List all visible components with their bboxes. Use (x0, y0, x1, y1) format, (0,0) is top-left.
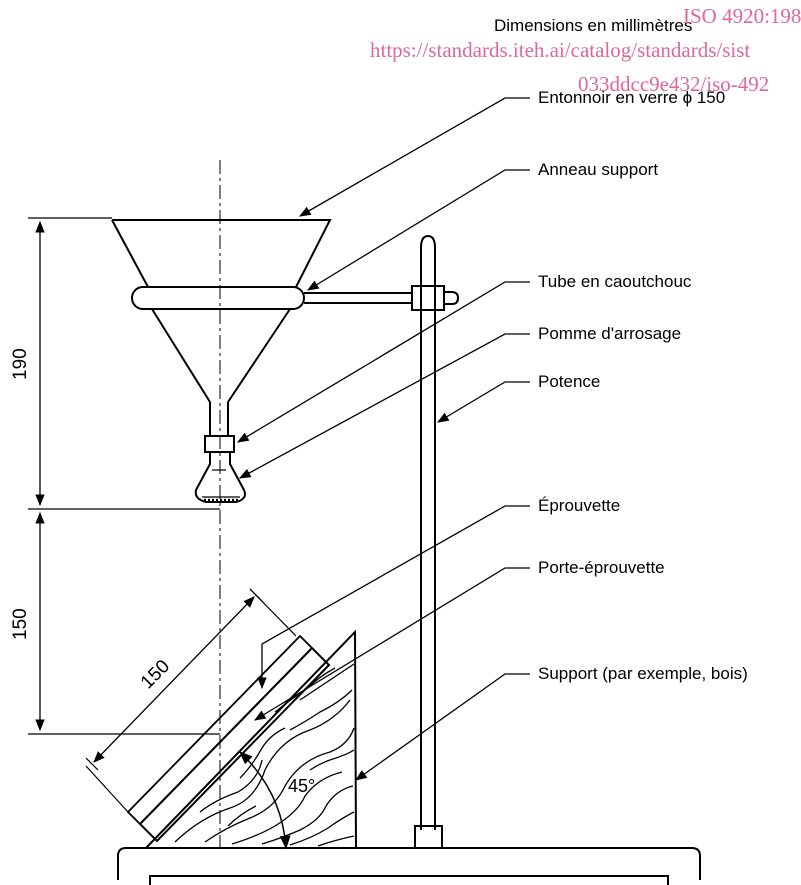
label-specimen: Éprouvette (538, 496, 621, 515)
leader-holder (254, 567, 530, 721)
leader-rose (238, 333, 530, 479)
leader-funnel (298, 97, 530, 217)
leader-stand (436, 381, 530, 423)
header-dimensions: Dimensions en millimètres (494, 16, 693, 35)
wood-support (143, 629, 358, 849)
label-ring: Anneau support (538, 160, 659, 179)
leader-support (355, 673, 530, 781)
angle-label: 45° (288, 776, 316, 796)
base-plate (117, 847, 701, 880)
dim-150-vertical: 150 (10, 608, 31, 640)
angle-arc (239, 751, 291, 850)
funnel-cone (151, 308, 291, 403)
label-funnel: Entonnoir en verre ϕ 150 (538, 88, 726, 107)
leader-ring (307, 169, 530, 291)
watermark-line2: https://standards.iteh.ai/catalog/standa… (370, 38, 751, 62)
leader-tube (236, 281, 530, 443)
sprinkler-rose (194, 452, 246, 503)
label-support: Support (par exemple, bois) (538, 664, 748, 683)
watermark-line3: 033ddcc9e432/iso-492 (578, 72, 770, 96)
dim-line-150-diagonal (93, 596, 255, 763)
leader-specimen (257, 505, 530, 690)
label-holder: Porte-éprouvette (538, 558, 665, 577)
label-stand: Potence (538, 372, 601, 391)
clamp-arm (304, 292, 412, 304)
funnel-bowl (111, 219, 332, 288)
clamp (411, 285, 445, 311)
funnel-stem (209, 402, 229, 436)
stand-foot (414, 825, 443, 849)
dim-190: 190 (10, 348, 31, 380)
label-tube: Tube en caoutchouc (538, 272, 692, 291)
base-foot (149, 875, 669, 885)
watermark-line1: ISO 4920:198 (683, 4, 801, 28)
label-rose: Pomme d'arrosage (538, 324, 682, 343)
clamp-screw (444, 291, 460, 305)
stand-rod (420, 234, 436, 830)
support-ring (131, 286, 305, 310)
